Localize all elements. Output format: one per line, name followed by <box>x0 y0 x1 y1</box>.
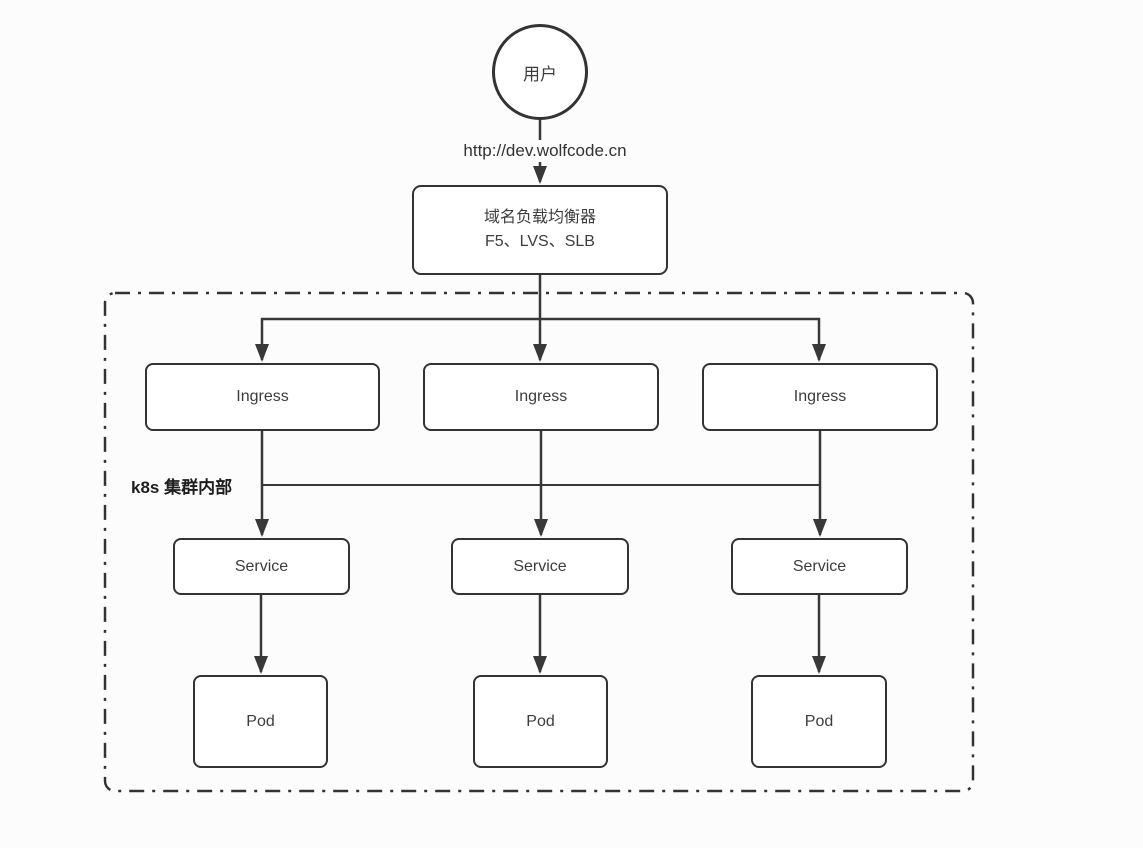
ingress-node-label: Ingress <box>793 388 847 405</box>
arrow-lb-to-ingress-1 <box>255 317 541 362</box>
service-node-3: Service <box>731 538 908 595</box>
user-node: 用户 <box>492 24 588 120</box>
load-balancer-title: 域名负载均衡器 <box>483 209 596 226</box>
cluster-label: k8s 集群内部 <box>131 473 239 498</box>
url-label: http://dev.wolfcode.cn <box>425 140 665 162</box>
ingress-node-3: Ingress <box>702 363 938 431</box>
ingress-node-1: Ingress <box>145 363 380 431</box>
service-node-2: Service <box>451 538 629 595</box>
pod-node-label: Pod <box>526 712 555 730</box>
ingress-node-2: Ingress <box>423 363 659 431</box>
arrow-lb-to-ingress-3 <box>540 317 826 362</box>
service-node-label: Service <box>234 557 289 575</box>
service-node-label: Service <box>792 557 847 575</box>
pod-node-label: Pod <box>246 712 275 730</box>
load-balancer-node: 域名负载均衡器 F5、LVS、SLB <box>412 185 668 275</box>
cluster-boundary <box>103 291 975 793</box>
ingress-node-label: Ingress <box>236 388 289 405</box>
service-node-1: Service <box>173 538 350 595</box>
ingress-node-label: Ingress <box>514 388 568 405</box>
pod-node-2: Pod <box>473 675 608 768</box>
user-node-label: 用户 <box>523 64 557 84</box>
service-node-label: Service <box>513 557 567 575</box>
load-balancer-products: F5、LVS、SLB <box>485 233 595 250</box>
pod-node-1: Pod <box>193 675 328 768</box>
pod-node-3: Pod <box>751 675 887 768</box>
pod-node-label: Pod <box>804 712 834 730</box>
